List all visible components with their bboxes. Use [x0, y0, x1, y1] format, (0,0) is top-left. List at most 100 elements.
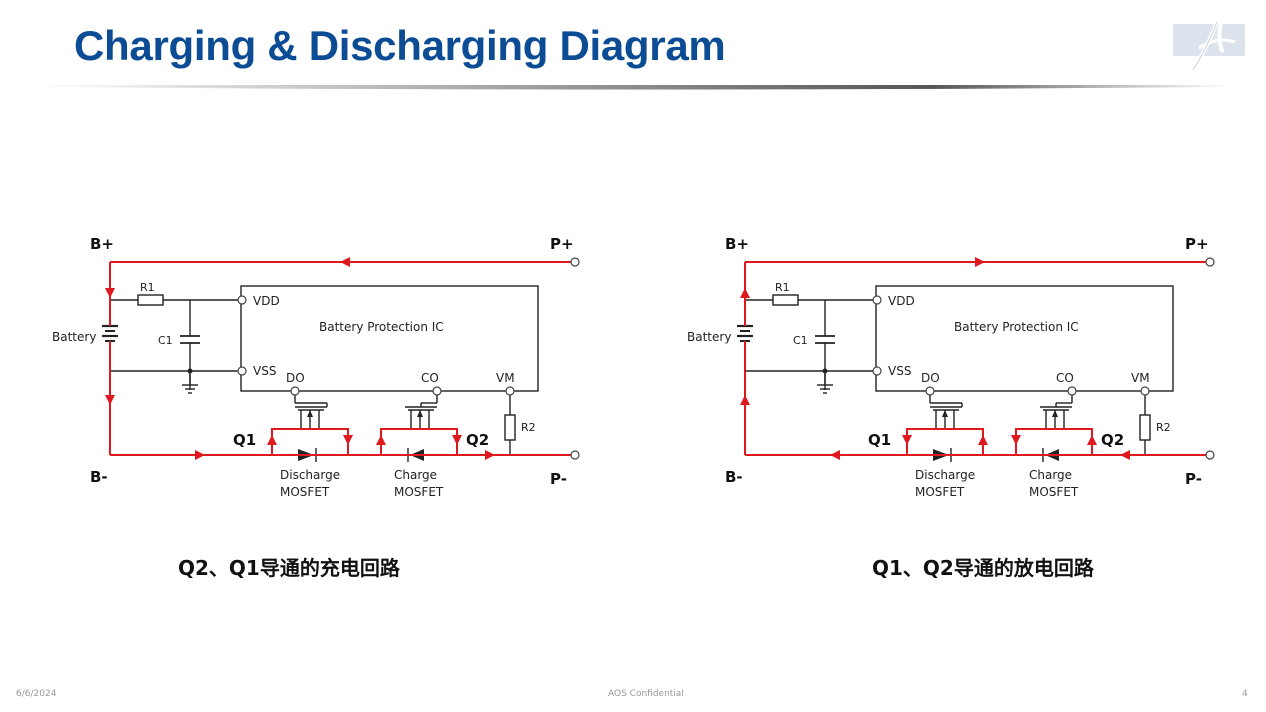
vm-pin — [1140, 386, 1150, 396]
do-pin — [925, 386, 935, 396]
current-arrow — [195, 450, 205, 460]
q2-label: Q2 — [1101, 431, 1124, 449]
do-label: DO — [921, 371, 940, 385]
p-minus-terminal — [1205, 450, 1215, 460]
page-number: 4 — [1242, 689, 1248, 699]
charge-mosfet-label-2: MOSFET — [394, 485, 444, 499]
current-arrow — [902, 435, 912, 445]
b-plus-label: B+ — [725, 235, 749, 253]
discharging-caption: Q1、Q2导通的放电回路 — [872, 556, 1094, 580]
current-arrow — [105, 288, 115, 298]
co-label: CO — [421, 371, 439, 385]
battery-icon — [102, 324, 118, 342]
current-arrow — [485, 450, 495, 460]
r2-label: R2 — [521, 421, 536, 434]
current-arrow — [1087, 435, 1097, 445]
r2-label: R2 — [1156, 421, 1171, 434]
discharge-mosfet-label-2: MOSFET — [280, 485, 330, 499]
battery-label: Battery — [687, 330, 731, 344]
charging-caption: Q2、Q1导通的充电回路 — [178, 556, 400, 580]
current-arrow — [978, 435, 988, 445]
r2-resistor — [504, 414, 516, 441]
discharging-circuit-diagram: B+ P+ B- P- R1 R2 C1 Battery VDD VSS DO … — [675, 225, 1235, 510]
current-arrow — [1011, 435, 1021, 445]
discharge-mosfet-arrow — [307, 410, 313, 417]
current-arrow — [830, 450, 840, 460]
q2-label: Q2 — [466, 431, 489, 449]
c1-capacitor — [815, 335, 835, 344]
b-minus-label: B- — [90, 468, 108, 486]
p-plus-label: P+ — [1185, 235, 1209, 253]
discharge-mosfet-label-1: Discharge — [280, 468, 340, 482]
current-arrow — [1120, 450, 1130, 460]
current-arrow — [105, 395, 115, 405]
vdd-pin — [872, 295, 882, 305]
current-arrow — [340, 257, 350, 267]
current-arrow — [740, 288, 750, 298]
charge-mosfet-arrow — [1052, 410, 1058, 417]
current-arrow — [343, 435, 353, 445]
r1-label: R1 — [775, 281, 790, 294]
q1-label: Q1 — [868, 431, 891, 449]
title-underline — [40, 85, 1230, 90]
current-path — [109, 261, 573, 456]
footer-date: 6/6/2024 — [16, 689, 57, 699]
charging-circuit-diagram: B+ P+ B- P- R1 R2 C1 Battery VDD VSS DO … — [40, 225, 600, 510]
p-minus-label: P- — [550, 470, 567, 488]
current-arrow — [376, 435, 386, 445]
vdd-label: VDD — [888, 294, 915, 308]
current-arrow — [267, 435, 277, 445]
current-arrows — [105, 257, 495, 460]
b-plus-label: B+ — [90, 235, 114, 253]
do-label: DO — [286, 371, 305, 385]
co-label: CO — [1056, 371, 1074, 385]
vm-label: VM — [1131, 371, 1150, 385]
current-arrows — [740, 257, 1130, 460]
vss-pin — [237, 366, 247, 376]
p-plus-terminal — [1205, 257, 1215, 267]
battery-label: Battery — [52, 330, 96, 344]
p-plus-terminal — [570, 257, 580, 267]
battery-icon — [737, 324, 753, 342]
current-arrow — [740, 395, 750, 405]
aos-logo-icon — [1173, 20, 1245, 72]
charge-mosfet-label-1: Charge — [1029, 468, 1072, 482]
discharge-mosfet-label-1: Discharge — [915, 468, 975, 482]
charge-mosfet-label-1: Charge — [394, 468, 437, 482]
vss-pin — [872, 366, 882, 376]
discharge-mosfet-label-2: MOSFET — [915, 485, 965, 499]
c1-capacitor — [180, 335, 200, 344]
p-minus-label: P- — [1185, 470, 1202, 488]
vdd-label: VDD — [253, 294, 280, 308]
co-pin — [1067, 386, 1077, 396]
q1-label: Q1 — [233, 431, 256, 449]
r2-resistor — [1139, 414, 1151, 441]
ic-label: Battery Protection IC — [319, 320, 444, 334]
b-minus-label: B- — [725, 468, 743, 486]
charge-mosfet-arrow — [417, 410, 423, 417]
c1-label: C1 — [793, 334, 808, 347]
page-title: Charging & Discharging Diagram — [74, 22, 726, 69]
current-path — [744, 261, 1208, 456]
vss-label: VSS — [888, 364, 911, 378]
vdd-pin — [237, 295, 247, 305]
r1-label: R1 — [140, 281, 155, 294]
discharge-mosfet-arrow — [942, 410, 948, 417]
footer-confidential: AOS Confidential — [608, 689, 684, 699]
r1-resistor — [772, 294, 799, 306]
vm-label: VM — [496, 371, 515, 385]
c1-label: C1 — [158, 334, 173, 347]
p-minus-terminal — [570, 450, 580, 460]
ic-label: Battery Protection IC — [954, 320, 1079, 334]
p-plus-label: P+ — [550, 235, 574, 253]
do-pin — [290, 386, 300, 396]
junction-dot — [187, 368, 193, 374]
co-pin — [432, 386, 442, 396]
junction-dot — [822, 368, 828, 374]
vm-pin — [505, 386, 515, 396]
r1-resistor — [137, 294, 164, 306]
vss-label: VSS — [253, 364, 276, 378]
current-arrow — [975, 257, 985, 267]
charge-mosfet-label-2: MOSFET — [1029, 485, 1079, 499]
current-arrow — [452, 435, 462, 445]
